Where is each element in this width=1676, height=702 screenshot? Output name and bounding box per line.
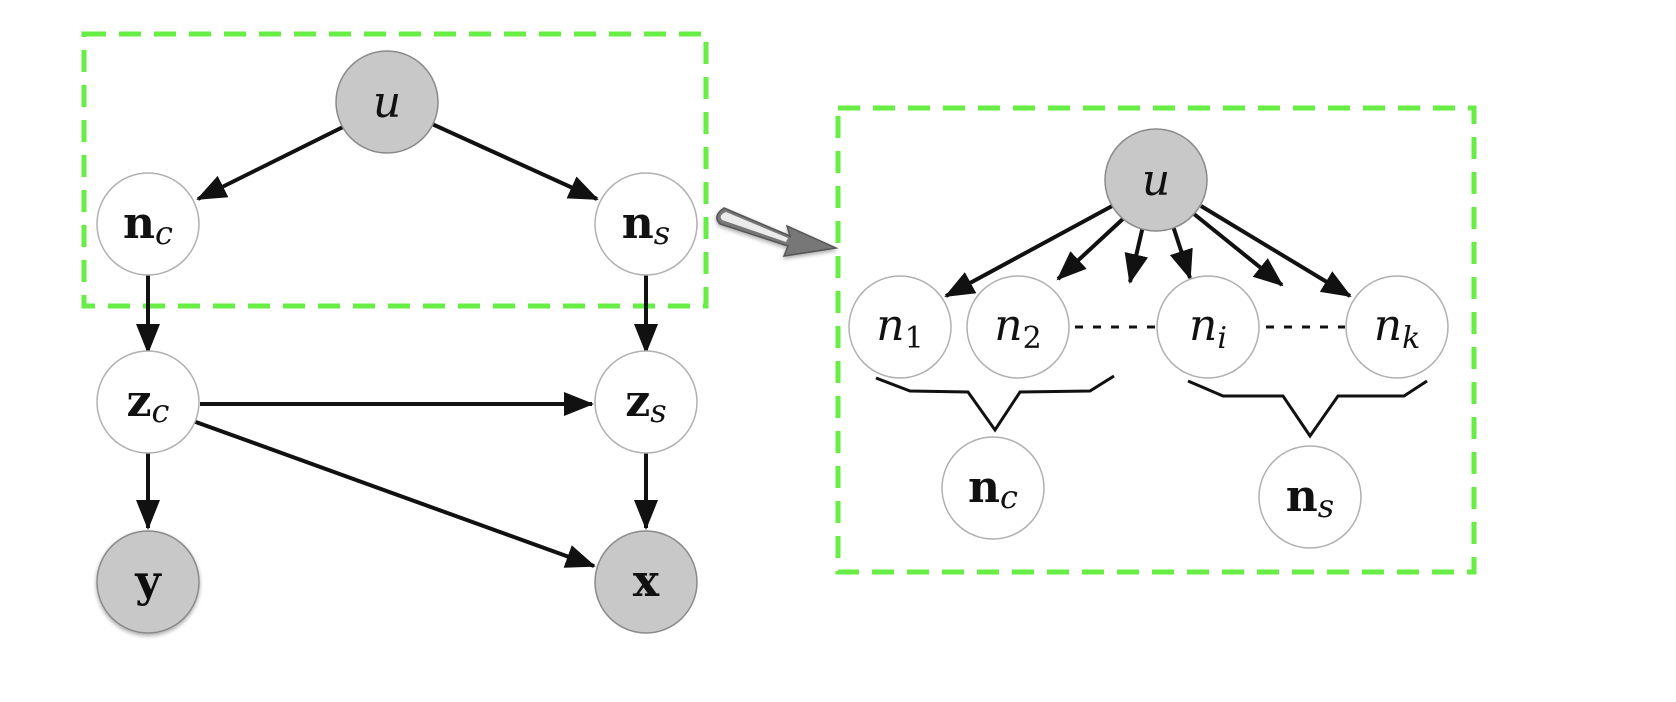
node-zs-label: zs (625, 376, 666, 430)
node-ni-label: ni (1189, 300, 1227, 356)
edge-u-to-nk (1199, 204, 1352, 298)
node-u-circle (335, 50, 439, 154)
edge-zc-to-x (192, 419, 596, 568)
node-nc-circle (96, 172, 200, 276)
node-u-right-circle (1104, 128, 1208, 232)
node-n1-label: n1 (876, 300, 923, 356)
right-dashed-box (835, 105, 1477, 575)
edge-u-to-dots-left (1124, 225, 1149, 284)
edge-u-to-nc (196, 125, 344, 201)
node-ns-right-label: ns (1286, 471, 1334, 525)
node-n2-right: n2 (966, 275, 1070, 379)
left-dashed-box (81, 31, 709, 309)
node-ns-right-circle (1258, 445, 1362, 549)
node-n1-circle (848, 275, 952, 379)
node-nk-circle (1345, 275, 1449, 379)
node-ns-label: ns (622, 198, 670, 252)
edge-u-to-ni (1169, 225, 1193, 280)
edge-u-to-ns (431, 122, 599, 201)
node-nc-label: nc (123, 198, 173, 252)
edge-u-to-n2 (1056, 215, 1127, 281)
node-nk-label: nk (1374, 300, 1421, 356)
node-ns-left: ns (594, 172, 698, 276)
left-edges (136, 122, 658, 568)
right-edges (944, 203, 1352, 298)
node-nk-right: nk (1345, 275, 1449, 379)
node-nc-right-label: nc (968, 462, 1018, 516)
node-y-left: y (96, 530, 200, 634)
node-ni-right: ni (1156, 275, 1260, 379)
node-y-circle (96, 530, 200, 634)
brace-right (1187, 379, 1428, 439)
node-ns-circle (594, 172, 698, 276)
node-n1-right: n1 (848, 275, 952, 379)
node-x-left: x (594, 530, 698, 634)
node-zs-circle (594, 350, 698, 454)
brace-left (875, 374, 1115, 433)
edge-u-to-dots-right (1192, 212, 1284, 287)
node-u-label: u (373, 77, 401, 128)
node-n2-label: n2 (994, 300, 1041, 356)
node-ni-circle (1156, 275, 1260, 379)
node-nc-left: nc (96, 172, 200, 276)
node-u-right: u (1104, 128, 1208, 232)
node-x-label: x (633, 556, 660, 607)
node-zs-left: zs (594, 350, 698, 454)
node-u-left: u (335, 50, 439, 154)
node-nc-right: nc (941, 436, 1045, 540)
node-zc-label: zc (127, 376, 170, 430)
edge-u-to-n1 (944, 203, 1115, 298)
node-zc-circle (96, 350, 200, 454)
node-u-right-label: u (1142, 155, 1170, 206)
node-y-label: y (134, 556, 162, 607)
node-zc-left: zc (96, 350, 200, 454)
node-x-circle (594, 530, 698, 634)
expand-arrow-icon (716, 207, 839, 257)
node-ns-right: ns (1258, 445, 1362, 549)
node-nc-right-circle (941, 436, 1045, 540)
braces (875, 374, 1428, 439)
node-n2-circle (966, 275, 1070, 379)
